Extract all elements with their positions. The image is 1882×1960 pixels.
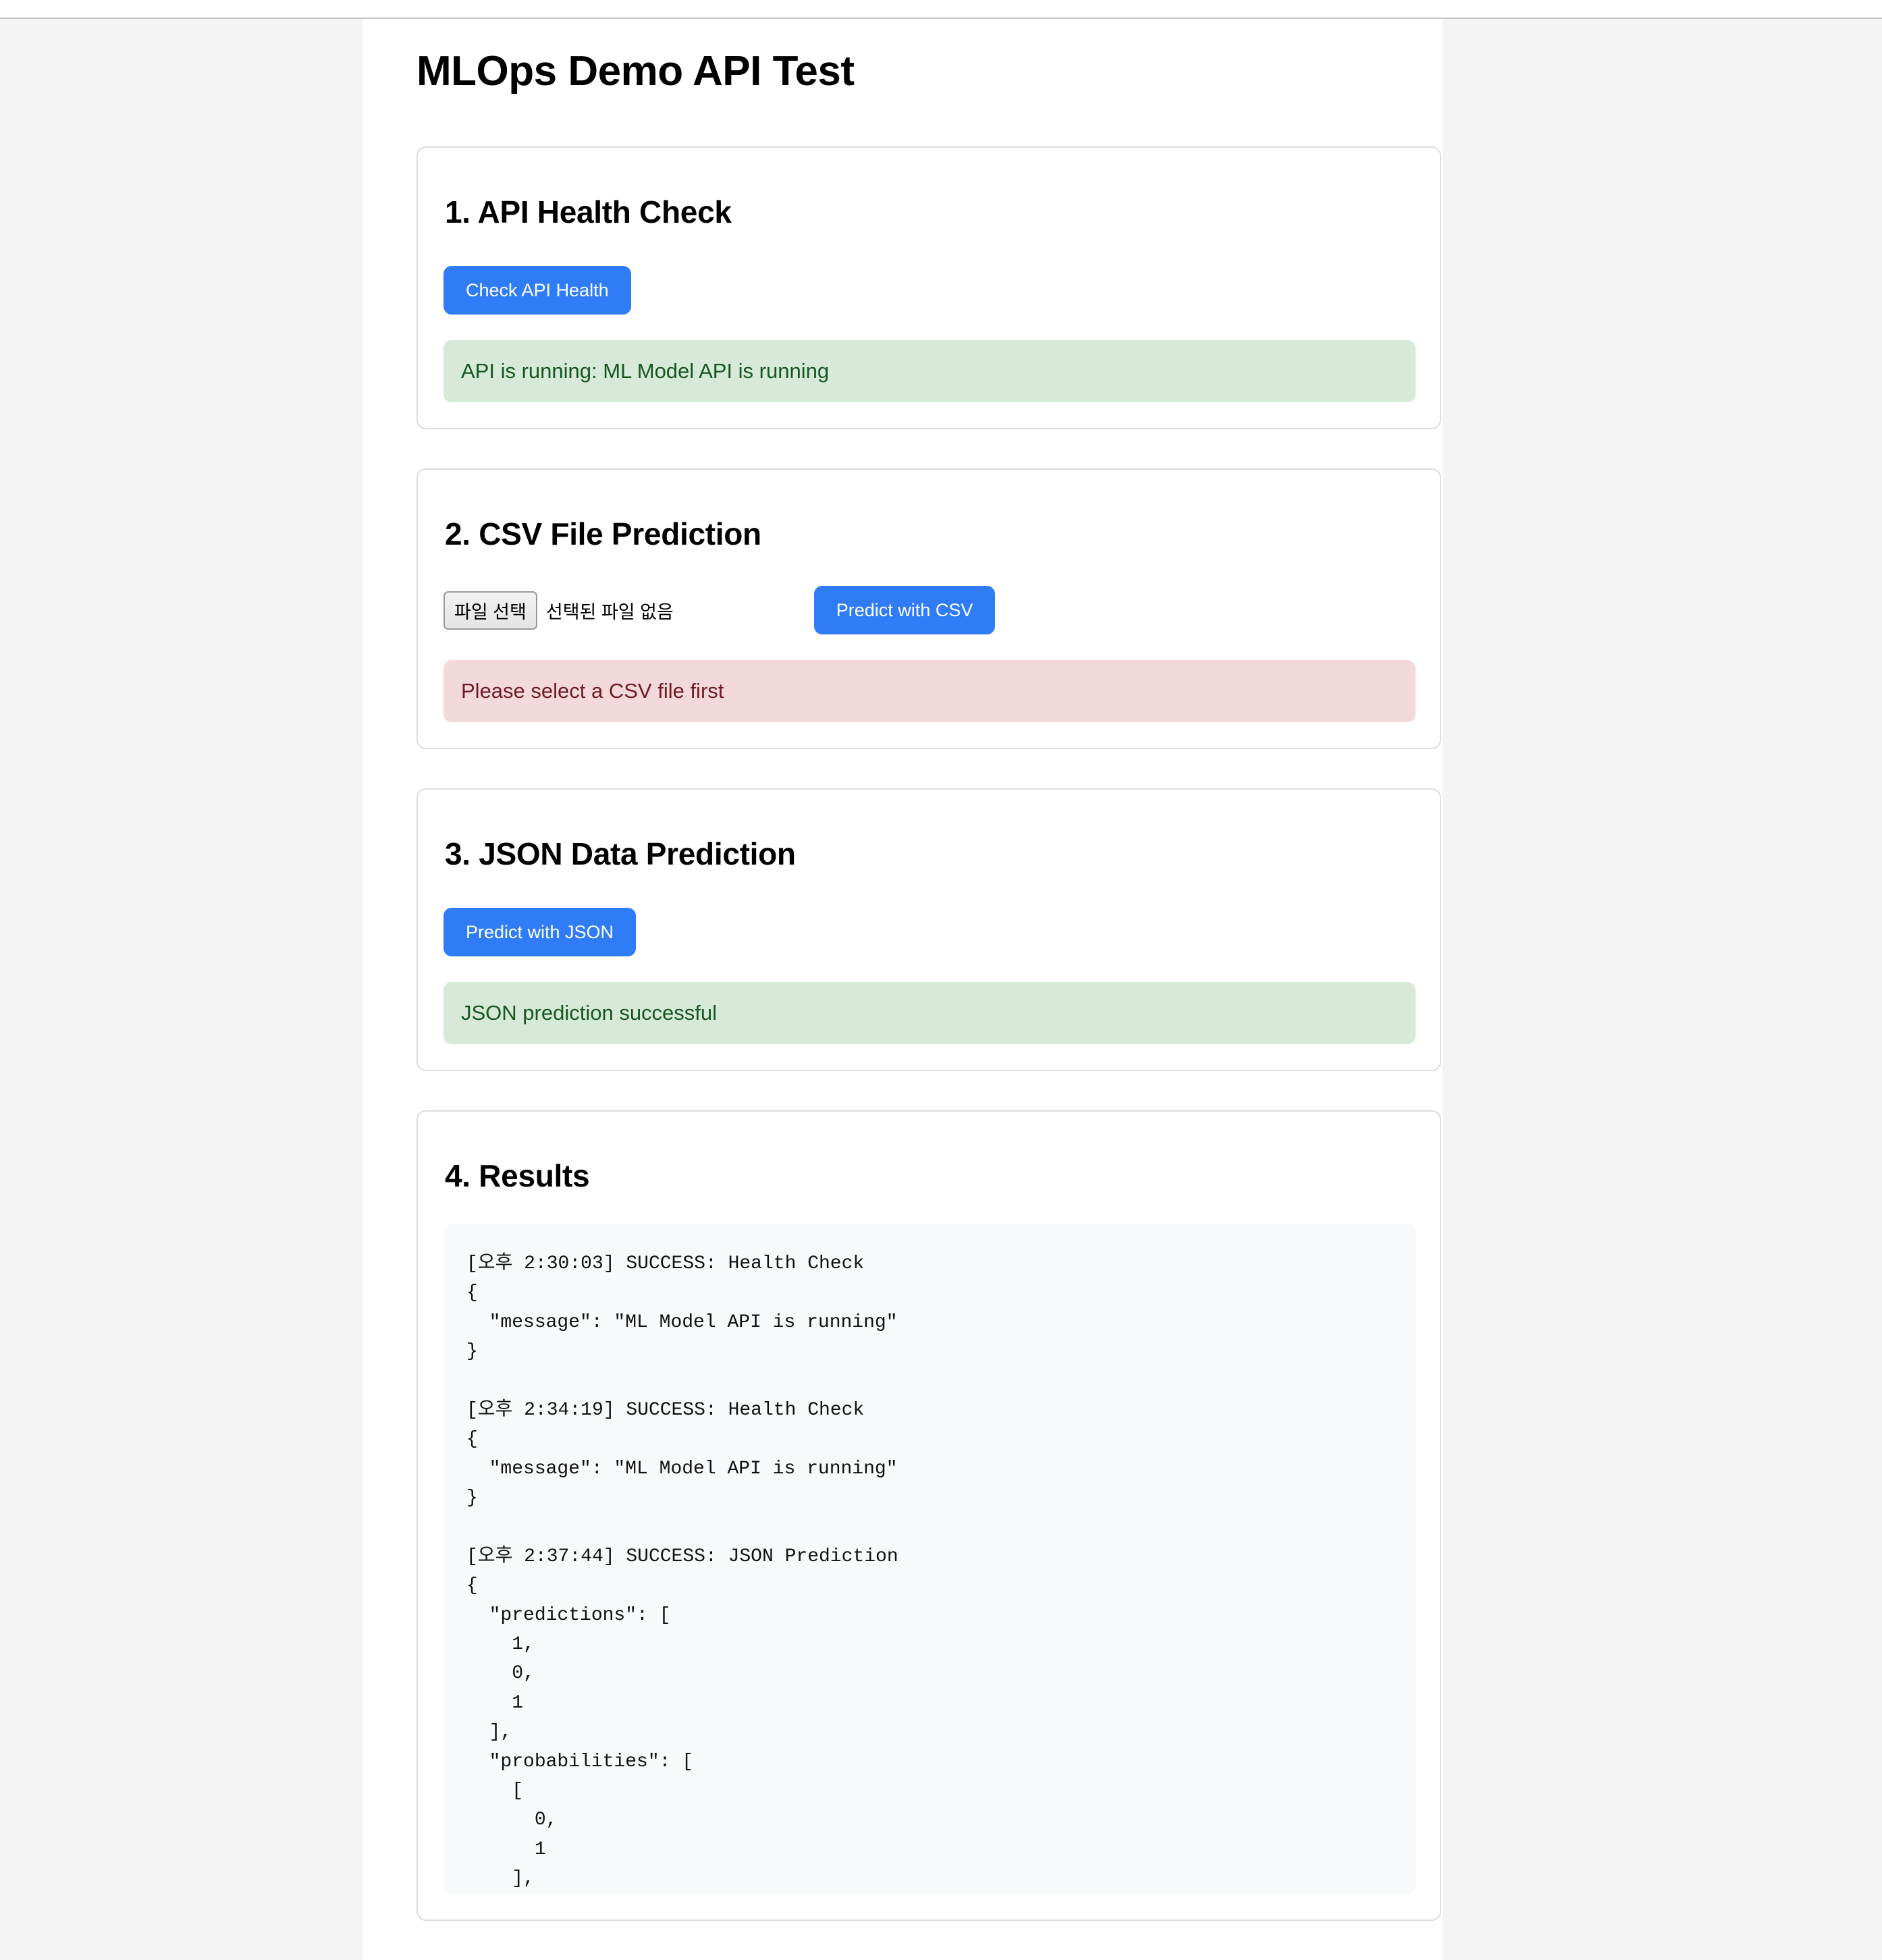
browser-top-strip bbox=[0, 0, 1882, 19]
page-title: MLOps Demo API Test bbox=[416, 48, 855, 94]
card-csv-prediction: 2. CSV File Prediction 파일 선택 선택된 파일 없음 P… bbox=[416, 468, 1441, 749]
page-viewport: MLOps Demo API Test 1. API Health Check … bbox=[0, 19, 1882, 1960]
card-results: 4. Results [오후 2:30:03] SUCCESS: Health … bbox=[416, 1110, 1441, 1921]
results-log-text: [오후 2:30:03] SUCCESS: Health Check { "me… bbox=[466, 1253, 898, 1890]
predict-with-csv-button[interactable]: Predict with CSV bbox=[813, 586, 996, 634]
section-title-results: 4. Results bbox=[445, 1158, 590, 1193]
content-container: MLOps Demo API Test 1. API Health Check … bbox=[362, 19, 1443, 1960]
json-status-alert: JSON prediction successful bbox=[443, 982, 1416, 1044]
health-status-alert: API is running: ML Model API is running bbox=[443, 340, 1416, 402]
file-name-label: 선택된 파일 없음 bbox=[545, 601, 674, 622]
section-title-json: 3. JSON Data Prediction bbox=[445, 836, 796, 871]
csv-status-alert: Please select a CSV file first bbox=[443, 660, 1416, 722]
card-api-health-check: 1. API Health Check Check API Health API… bbox=[416, 146, 1441, 429]
section-title-health: 1. API Health Check bbox=[445, 194, 732, 229]
check-api-health-button[interactable]: Check API Health bbox=[443, 266, 631, 315]
file-select-button[interactable]: 파일 선택 bbox=[443, 591, 537, 630]
section-title-csv: 2. CSV File Prediction bbox=[445, 516, 761, 551]
csv-controls-row: 파일 선택 선택된 파일 없음 Predict with CSV bbox=[443, 586, 1414, 634]
results-log-panel[interactable]: [오후 2:30:03] SUCCESS: Health Check { "me… bbox=[443, 1224, 1416, 1894]
predict-with-json-button[interactable]: Predict with JSON bbox=[443, 908, 637, 956]
card-json-prediction: 3. JSON Data Prediction Predict with JSO… bbox=[416, 788, 1441, 1071]
csv-file-input[interactable]: 파일 선택 선택된 파일 없음 bbox=[443, 591, 674, 630]
